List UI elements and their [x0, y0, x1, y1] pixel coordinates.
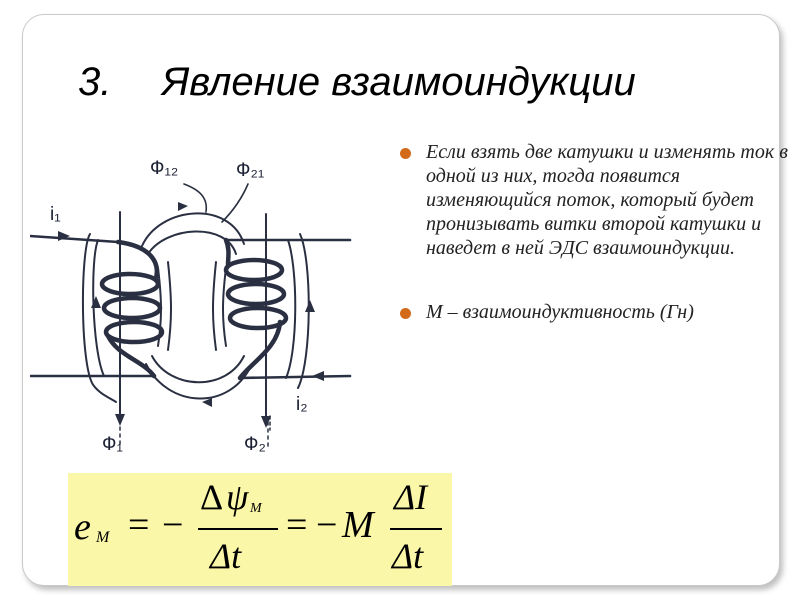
- phi21-leader: [221, 183, 249, 223]
- formula-num2: ΔI: [394, 477, 428, 517]
- formula-lhs-subscript: М: [96, 529, 110, 546]
- wire-bottom-right: [238, 374, 352, 380]
- arrow-top-loop: [178, 202, 188, 211]
- bullet-text: М – взаимоиндуктивность (Гн): [426, 301, 694, 323]
- arrow-left-leak: [91, 296, 101, 308]
- mutual-induction-formula: e М = − Δ ψ М Δt = − M ΔI Δt: [68, 473, 452, 586]
- bullet-item: Если взять две катушки и изменять ток в …: [400, 140, 790, 260]
- fraction-bar-2: [390, 528, 442, 530]
- bullet-list: Если взять две катушки и изменять ток в …: [400, 140, 790, 324]
- arrow-phi1: [115, 414, 125, 426]
- coupling-flux: [141, 212, 253, 400]
- title-number: 3.: [78, 60, 112, 104]
- formula-coefficient-m: M: [342, 504, 374, 546]
- slide-title: 3. Явление взаимоиндукции: [78, 60, 636, 105]
- wire-top-left: [30, 234, 120, 244]
- bullet-dot-icon: [400, 308, 411, 319]
- label-phi1: Ф₁: [102, 434, 123, 455]
- label-phi2: Ф₂: [244, 434, 266, 455]
- label-i1: i₁: [50, 204, 61, 225]
- formula-lhs: e: [74, 506, 91, 548]
- bullet-text: Если взять две катушки и изменять ток в …: [426, 141, 788, 259]
- bullet-dot-icon: [400, 148, 411, 159]
- formula-num1-delta: Δ: [200, 477, 224, 517]
- title-text: Явление взаимоиндукции: [162, 60, 636, 104]
- fraction-bar-1: [198, 528, 278, 530]
- formula-num1-psi: ψ: [226, 477, 249, 517]
- formula-minus-1: −: [162, 504, 184, 546]
- formula-minus-2: −: [316, 504, 338, 546]
- label-i2: i₂: [296, 394, 308, 415]
- arrow-bottom-loop: [202, 398, 212, 407]
- formula-den1: Δt: [210, 536, 242, 576]
- mutual-induction-diagram: Ф₁₂ Ф₂₁ i₁ i₂ Ф₁ Ф₂: [30, 158, 352, 455]
- formula-num1-subscript: М: [250, 501, 262, 516]
- formula-den2: Δt: [392, 536, 424, 576]
- arrow-i1: [58, 231, 70, 241]
- label-phi21: Ф₂₁: [236, 160, 264, 181]
- arrow-right-leak: [305, 300, 315, 312]
- arrow-i2: [312, 371, 324, 381]
- label-phi12: Ф₁₂: [150, 158, 178, 179]
- formula-equals-1: =: [128, 504, 150, 546]
- formula-equals-2: =: [286, 504, 308, 546]
- arrow-phi2: [261, 416, 271, 428]
- bullet-item: М – взаимоиндуктивность (Гн): [400, 300, 790, 324]
- phi12-leader: [183, 183, 208, 213]
- coil-2: [223, 237, 289, 381]
